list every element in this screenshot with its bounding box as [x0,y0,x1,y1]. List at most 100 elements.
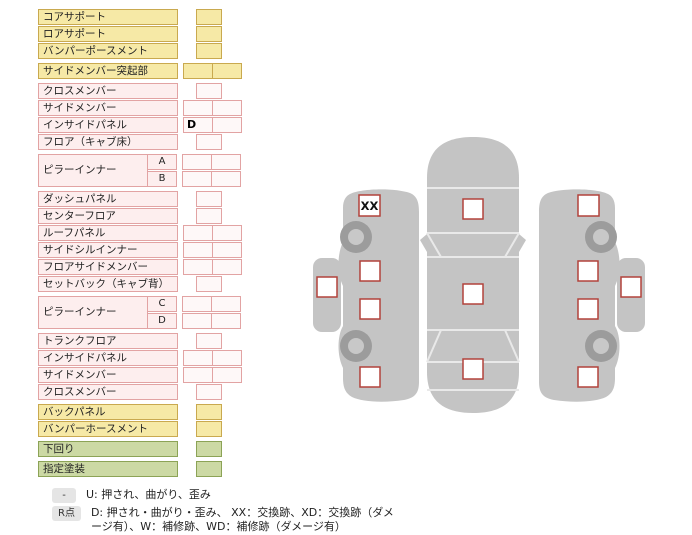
part-row: バンパーホースメント [38,421,242,437]
status-cell [183,350,213,366]
part-subrow: B [147,171,241,187]
status-cells [183,225,242,241]
status-cells [183,259,242,275]
right-mirror-icon [519,234,526,252]
status-cell [183,63,213,79]
status-cell [212,350,242,366]
part-label: ピラーインナー [38,296,148,329]
marker-square [462,358,484,380]
legend: - U: 押され、曲がり、歪み R点 D: 押され・曲がり・歪み、 XX：交換跡… [52,488,401,534]
marker-square [462,198,484,220]
status-cell [196,333,222,349]
part-label: サイドメンバー [38,100,178,116]
part-row: クロスメンバー [38,384,242,400]
marker-xx-square [358,194,381,217]
status-cells [196,276,222,292]
status-cells [196,404,222,420]
wheel-icons [340,221,617,362]
status-cells [196,43,222,59]
status-cell [183,259,213,275]
status-cell [182,171,212,187]
status-cell [196,83,222,99]
marker-square [316,276,338,298]
status-cell [212,63,242,79]
part-label: ピラーインナー [38,154,148,187]
marker-squares [316,194,642,388]
part-label: クロスメンバー [38,83,178,99]
status-cell [212,100,242,116]
sub-label: C [147,296,177,312]
status-cells [196,441,222,457]
part-label: トランクフロア [38,333,178,349]
part-row: サイドメンバー [38,100,242,116]
status-cells [196,384,222,400]
status-cell [196,384,222,400]
status-cell [212,259,242,275]
status-cell [211,296,241,312]
status-cells [196,134,222,150]
part-row: サイドメンバー突起部 [38,63,242,79]
status-cell [196,43,222,59]
status-cell [196,191,222,207]
part-row: サイドシルインナー [38,242,242,258]
status-cell [183,225,213,241]
marker-square [462,283,484,305]
status-cells [183,63,242,79]
part-label: センターフロア [38,208,178,224]
status-cells [196,191,222,207]
front-left-wheel-hub [348,229,364,245]
parts-table: コアサポートロアサポートバンパーポースメントサイドメンバー突起部クロスメンバーサ… [38,8,242,477]
car-top-view-lines [426,187,520,391]
status-cell [196,208,222,224]
status-cell [211,313,241,329]
status-cell [182,313,212,329]
part-row: バンパーポースメント [38,43,242,59]
status-cells [182,154,241,170]
marker-square [577,194,600,217]
marker-square [359,298,381,320]
marker-square [359,260,381,282]
part-label: バックパネル [38,404,178,420]
front-right-wheel-hub [593,229,609,245]
part-row: セットバック（キャブ背） [38,276,242,292]
legend-key-badge: - [52,488,76,503]
status-cell [182,296,212,312]
part-row: 指定塗装 [38,461,242,477]
status-cell [183,367,213,383]
part-subrow: D [147,313,241,329]
part-row: 下回り [38,441,242,457]
sub-label: A [147,154,177,170]
part-row: フロアサイドメンバー [38,259,242,275]
marker-square [577,298,599,320]
rear-right-wheel-hub [593,338,609,354]
status-cell: D [183,117,213,133]
part-label: ダッシュパネル [38,191,178,207]
part-row: トランクフロア [38,333,242,349]
sub-label: D [147,313,177,329]
part-row: センターフロア [38,208,242,224]
part-subrow: C [147,296,241,312]
status-cells [183,367,242,383]
status-cell [196,421,222,437]
part-label: インサイドパネル [38,117,178,133]
status-cells [183,350,242,366]
legend-key-badge: R点 [52,506,81,521]
left-mirror-icon [420,234,427,252]
part-row: クロスメンバー [38,83,242,99]
legend-item: - U: 押され、曲がり、歪み [52,488,401,503]
status-cells [196,421,222,437]
legend-text: U: 押され、曲がり、歪み [86,488,211,501]
part-label: 指定塗装 [38,461,178,477]
status-cell [212,117,242,133]
status-cell [212,225,242,241]
part-label: サイドメンバー [38,367,178,383]
status-cell [196,441,222,457]
part-row: サイドメンバー [38,367,242,383]
car-top-view-body [427,137,519,413]
sub-label: B [147,171,177,187]
status-cell [196,26,222,42]
part-label: サイドシルインナー [38,242,178,258]
status-cell [196,134,222,150]
